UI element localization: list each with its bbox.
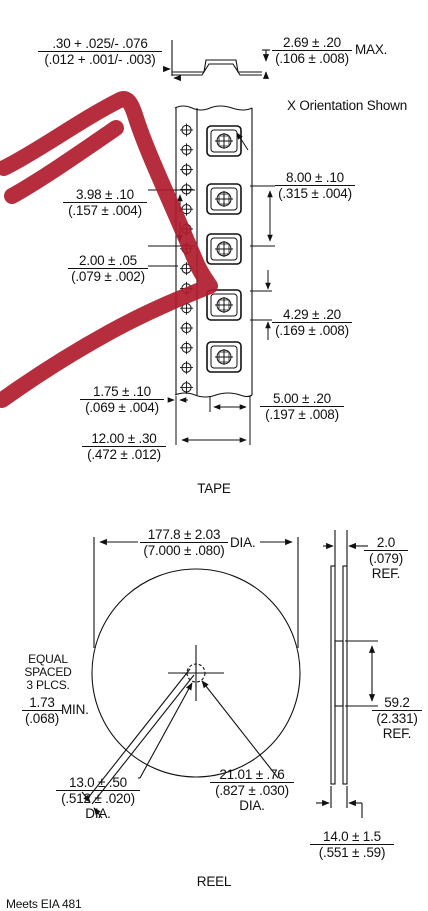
cavity-mm: 4.29 ± .20 bbox=[272, 307, 352, 323]
drive-in: (.827 ± .030) bbox=[215, 783, 289, 798]
tape-width-mm: 12.00 ± .30 bbox=[82, 431, 166, 447]
overall-width-in: (.551 ± .59) bbox=[318, 845, 386, 860]
pitch-in: (.315 ± .004) bbox=[278, 186, 352, 201]
edge-dimension: 1.75 ± .10 (.069 ± .004) bbox=[80, 384, 164, 415]
arbor-in: (.512 ± .020) bbox=[61, 791, 135, 806]
edge-in: (.069 ± .004) bbox=[85, 400, 159, 415]
spoke-note-line2: SPACED bbox=[24, 665, 72, 679]
arbor-dimension: 13.0 ± .50 (.512 ± .020) DIA. bbox=[56, 775, 140, 821]
hub-width-suffix: REF. bbox=[382, 726, 412, 741]
hole-pitch-in: (.079 ± .002) bbox=[71, 269, 145, 284]
spoke-note-line1: EQUAL bbox=[28, 652, 68, 666]
hole-offset-dimension: 3.98 ± .10 (.157 ± .004) bbox=[63, 187, 147, 218]
reel-caption: REEL bbox=[196, 874, 232, 889]
overall-width-dimension: 14.0 ± 1.5 (.551 ± .59) bbox=[310, 829, 394, 860]
pitch-mm: 8.00 ± .10 bbox=[275, 170, 355, 186]
tape-height-mm: 2.69 ± .20 bbox=[272, 35, 352, 51]
tape-height-dimension: 2.69 ± .20 (.106 ± .008) bbox=[272, 35, 352, 66]
hole-pitch-dimension: 2.00 ± .05 (.079 ± .002) bbox=[68, 253, 148, 284]
cavity-width-in: (.197 ± .008) bbox=[265, 407, 339, 422]
spoke-width-mm: 1.73 bbox=[22, 695, 62, 711]
hole-offset-in: (.157 ± .004) bbox=[68, 203, 142, 218]
flange-mm: 2.0 bbox=[364, 535, 408, 551]
flange-dimension: 2.0 (.079) REF. bbox=[364, 535, 408, 581]
sprocket-hole bbox=[180, 182, 193, 196]
spoke-width-dimension: 1.73 (.068) bbox=[22, 695, 62, 726]
pitch-dimension: 8.00 ± .10 (.315 ± .004) bbox=[275, 170, 355, 201]
sprocket-hole bbox=[180, 321, 193, 335]
reel-diameter-suffix: DIA. bbox=[230, 535, 256, 550]
cavity-in: (.169 ± .008) bbox=[275, 323, 349, 338]
sprocket-hole bbox=[180, 123, 193, 137]
tape-width-dimension: 12.00 ± .30 (.472 ± .012) bbox=[82, 431, 166, 462]
tape-height-in: (.106 ± .008) bbox=[275, 51, 349, 66]
tape-caption: TAPE bbox=[197, 481, 231, 496]
component-pocket bbox=[206, 125, 242, 157]
spoke-note: EQUAL SPACED 3 PLCS. bbox=[22, 653, 74, 692]
drive-dimension: 21.01 ± .76 (.827 ± .030) DIA. bbox=[210, 767, 294, 813]
component-pockets bbox=[206, 125, 242, 373]
sprocket-hole bbox=[180, 163, 193, 177]
cavity-dimension: 4.29 ± .20 (.169 ± .008) bbox=[272, 307, 352, 338]
reel-diameter-in: (7.000 ± .080) bbox=[143, 543, 225, 558]
sprocket-hole bbox=[180, 143, 193, 157]
drive-suffix: DIA. bbox=[239, 798, 265, 813]
hole-offset-mm: 3.98 ± .10 bbox=[63, 187, 147, 203]
reel-side bbox=[316, 530, 378, 818]
tape-profile bbox=[163, 40, 270, 82]
spoke-width-in: (.068) bbox=[24, 711, 60, 726]
tape-height-suffix: MAX. bbox=[355, 42, 388, 57]
sprocket-hole bbox=[180, 380, 193, 394]
reel-front bbox=[81, 537, 301, 819]
drive-mm: 21.01 ± .76 bbox=[210, 767, 294, 783]
orientation-note: X Orientation Shown bbox=[287, 98, 408, 113]
reel-diameter-dimension: 177.8 ± 2.03 (7.000 ± .080) bbox=[140, 527, 228, 558]
hole-pitch-mm: 2.00 ± .05 bbox=[68, 253, 148, 269]
tape-thickness-dimension: .30 + .025/- .076 (.012 + .001/- .003) bbox=[38, 36, 162, 67]
sprocket-hole bbox=[180, 361, 193, 375]
overall-width-mm: 14.0 ± 1.5 bbox=[310, 829, 394, 845]
arbor-suffix: DIA. bbox=[85, 806, 111, 821]
edge-mm: 1.75 ± .10 bbox=[80, 384, 164, 400]
component-pocket bbox=[206, 289, 242, 321]
hub-width-in: (2.331) bbox=[376, 711, 418, 726]
sprocket-hole bbox=[180, 341, 193, 355]
tape-width-in: (.472 ± .012) bbox=[87, 447, 161, 462]
hub-width-mm: 59.2 bbox=[372, 695, 422, 711]
tape-thickness-mm: .30 + .025/- .076 bbox=[38, 36, 162, 52]
spoke-width-suffix: MIN. bbox=[61, 702, 89, 717]
cavity-width-dimension: 5.00 ± .20 (.197 ± .008) bbox=[260, 391, 344, 422]
red-scribble-mark bbox=[0, 91, 218, 408]
tape-thickness-in: (.012 + .001/- .003) bbox=[44, 52, 156, 67]
component-pocket bbox=[206, 183, 242, 215]
footer-note: Meets EIA 481 bbox=[6, 897, 82, 911]
component-pocket bbox=[206, 233, 242, 265]
cavity-width-mm: 5.00 ± .20 bbox=[260, 391, 344, 407]
hub-width-dimension: 59.2 (2.331) REF. bbox=[372, 695, 422, 741]
flange-suffix: REF. bbox=[371, 566, 401, 581]
spoke-note-line3: 3 PLCS. bbox=[26, 678, 70, 692]
component-pocket bbox=[206, 341, 242, 373]
reel-diameter-mm: 177.8 ± 2.03 bbox=[140, 527, 228, 543]
flange-in: (.079) bbox=[368, 551, 404, 566]
arbor-mm: 13.0 ± .50 bbox=[56, 775, 140, 791]
